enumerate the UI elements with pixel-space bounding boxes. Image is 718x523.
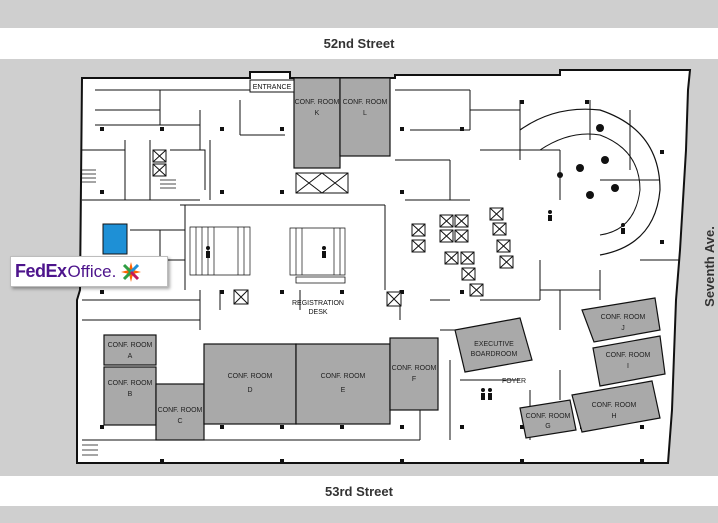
east-atrium-inner	[539, 133, 641, 236]
conf-room-d[interactable]	[203, 343, 297, 425]
room-l-label-2: L	[363, 110, 367, 117]
conf-room-g[interactable]	[519, 399, 577, 439]
conf-room-k[interactable]	[293, 77, 341, 169]
room-labels: CONF. ROOM K CONF. ROOM L CONF. ROOM A C…	[108, 99, 651, 430]
conf-room-h[interactable]	[571, 380, 661, 433]
conf-room-i[interactable]	[592, 335, 666, 387]
room-a-label-1: CONF. ROOM	[108, 342, 153, 349]
room-b-label-2: B	[128, 391, 133, 398]
north-street-label: 52nd Street	[323, 36, 395, 51]
room-a-label-2: A	[128, 353, 133, 360]
room-k-label-1: CONF. ROOM	[295, 99, 340, 106]
elevators	[152, 149, 514, 307]
conf-room-f[interactable]	[389, 337, 439, 411]
highlighted-area	[102, 223, 128, 255]
fedex-star-icon	[121, 261, 142, 282]
room-k-label-2: K	[315, 110, 320, 117]
conference-rooms[interactable]	[103, 77, 666, 441]
room-j-label-2: J	[621, 325, 625, 332]
interior-walls	[82, 89, 680, 441]
conf-room-e[interactable]	[295, 343, 391, 425]
logo-office: Office.	[67, 261, 117, 281]
columns	[100, 100, 664, 463]
room-d-label-1: CONF. ROOM	[228, 373, 273, 380]
room-b-label-1: CONF. ROOM	[108, 380, 153, 387]
room-i-label-2: I	[627, 363, 629, 370]
registration-label-1: REGISTRATION	[292, 300, 344, 307]
entrance-label: ENTRANCE	[253, 84, 292, 91]
south-street-label: 53rd Street	[325, 483, 393, 499]
conf-room-c[interactable]	[155, 383, 205, 441]
restroom-icons	[206, 210, 625, 400]
registration-label-2: DESK	[308, 309, 327, 316]
room-h-label-2: H	[611, 413, 616, 420]
registration-desk	[295, 276, 346, 284]
north-street-band: 52nd Street	[0, 28, 718, 59]
foyer-label: FOYER	[502, 378, 526, 385]
room-eb-label-2: BOARDROOM	[471, 351, 518, 358]
room-f-label-1: CONF. ROOM	[392, 365, 437, 372]
logo-ex: Ex	[45, 261, 68, 281]
conf-room-j[interactable]	[581, 297, 661, 343]
room-e-label-2: E	[341, 387, 346, 394]
room-g-label-1: CONF. ROOM	[526, 413, 571, 420]
room-d-label-2: D	[247, 387, 252, 394]
south-street-band: 53rd Street	[0, 476, 718, 506]
room-h-label-1: CONF. ROOM	[592, 402, 637, 409]
logo-fed: Fed	[15, 261, 46, 281]
room-f-label-2: F	[412, 376, 416, 383]
east-atrium	[519, 108, 661, 256]
conf-room-a[interactable]	[103, 334, 157, 366]
conf-room-l[interactable]	[339, 77, 391, 157]
room-g-label-2: G	[545, 423, 550, 430]
conf-room-executive-boardroom[interactable]	[454, 317, 533, 373]
room-eb-label-1: EXECUTIVE	[474, 341, 514, 348]
room-e-label-1: CONF. ROOM	[321, 373, 366, 380]
room-c-label-2: C	[177, 418, 182, 425]
entrance-marker	[249, 79, 295, 93]
room-c-label-1: CONF. ROOM	[158, 407, 203, 414]
room-j-label-1: CONF. ROOM	[601, 314, 646, 321]
room-l-label-1: CONF. ROOM	[343, 99, 388, 106]
room-i-label-1: CONF. ROOM	[606, 352, 651, 359]
